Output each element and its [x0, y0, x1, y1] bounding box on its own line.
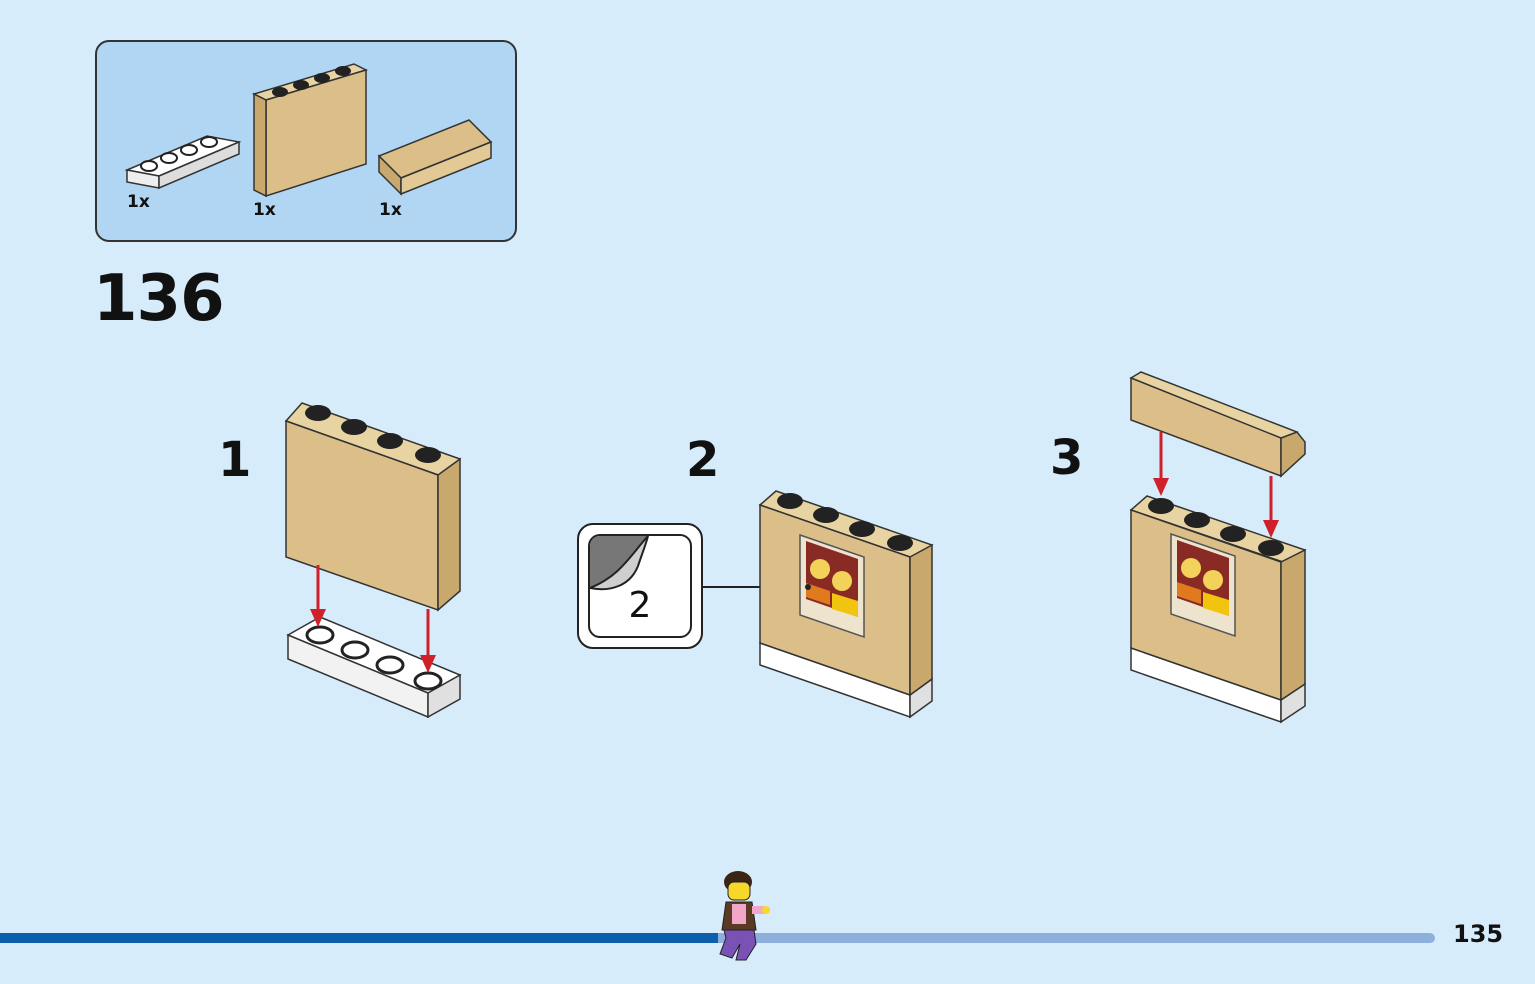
sticker-callout: 2 [577, 523, 703, 649]
progress-remaining [0, 933, 1435, 943]
step-number: 136 [93, 262, 225, 336]
tan-low-panel-part [377, 119, 493, 196]
minifigure-progress-icon [718, 871, 770, 961]
photo-sticker [799, 533, 865, 639]
part-qty: 1x [253, 200, 276, 220]
sticker-icon: 2 [588, 534, 692, 638]
page-number: 135 [1453, 920, 1504, 948]
sticker-number: 2 [628, 585, 652, 626]
white-plate-part [124, 135, 242, 190]
substep-label: 3 [1050, 430, 1084, 486]
substep-2-illustration [703, 490, 934, 719]
tan-tall-panel-part [251, 63, 369, 198]
substep-3-illustration [1129, 371, 1307, 724]
part-qty: 1x [379, 200, 402, 220]
progress-done [0, 933, 718, 943]
substep-1-illustration [284, 402, 462, 719]
progress-bar [0, 933, 1435, 943]
parts-illustrations [124, 63, 493, 198]
substep-label: 2 [686, 432, 720, 488]
substep-label: 1 [218, 432, 252, 488]
parts-list-box: 1x 1x 1x [95, 40, 517, 242]
part-qty: 1x [127, 192, 150, 212]
